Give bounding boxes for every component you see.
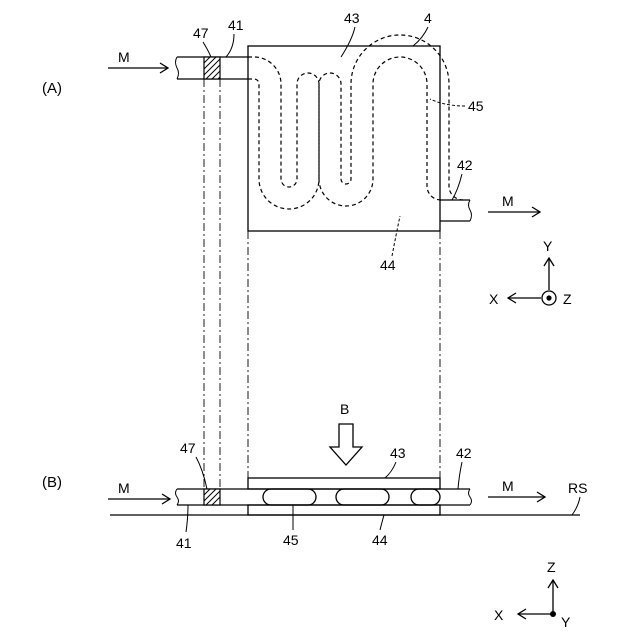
channel-sections-45 <box>263 489 440 505</box>
ref-45-b: 45 <box>283 532 299 548</box>
axis-b-x-label: X <box>494 607 504 623</box>
axis-a-x-label: X <box>489 291 499 307</box>
ref-43-a: 43 <box>344 10 360 26</box>
panel-body-4 <box>248 46 440 231</box>
serpentine-channel-45 <box>248 35 463 209</box>
leader-43-a <box>341 27 355 57</box>
leader-47-a <box>203 42 211 57</box>
ref-4-a: 4 <box>424 10 432 26</box>
leader-rs-b <box>572 497 580 515</box>
inflow-label-b: M <box>118 480 130 496</box>
axes-b <box>518 580 558 619</box>
leader-44-a <box>392 216 400 256</box>
axis-b-z-label: Z <box>547 559 556 575</box>
outflow-label-b: M <box>502 478 514 494</box>
ref-41-a: 41 <box>228 17 244 33</box>
bottom-plate-44 <box>248 505 440 515</box>
axes-a <box>508 258 556 305</box>
panel-b-label: (B) <box>42 474 62 491</box>
ref-45-a: 45 <box>468 98 484 114</box>
leader-44-b <box>380 515 384 530</box>
projection-lines <box>204 79 440 489</box>
leader-43-b <box>385 462 396 478</box>
ref-47-a: 47 <box>193 25 209 41</box>
outflow-arrow-b <box>488 492 545 502</box>
ref-43-b: 43 <box>390 445 406 461</box>
top-plate-43 <box>248 478 440 489</box>
ref-42-a: 42 <box>457 157 473 173</box>
leader-4-a <box>413 27 428 46</box>
panel-a-label: (A) <box>42 80 62 97</box>
ref-44-b: 44 <box>372 532 388 548</box>
ref-42-b: 42 <box>456 445 472 461</box>
leader-47-b <box>196 457 207 489</box>
ref-rs-b: RS <box>568 480 587 496</box>
press-arrow-label: B <box>340 401 349 417</box>
ref-47-b: 47 <box>180 440 196 456</box>
plug-47-hatched-b <box>204 489 220 505</box>
press-arrow <box>330 424 362 465</box>
leader-41-a <box>226 34 234 57</box>
inflow-label-a: M <box>118 49 130 65</box>
inflow-arrow-a <box>108 63 168 73</box>
leader-42-a <box>452 174 462 200</box>
leader-41-b <box>186 505 188 532</box>
ref-44-a: 44 <box>380 257 396 273</box>
outflow-label-a: M <box>502 193 514 209</box>
axis-b-y-label: Y <box>561 614 571 630</box>
leader-42-b <box>458 462 462 489</box>
plug-47-hatched <box>204 57 220 79</box>
outlet-pipe-42 <box>440 200 472 221</box>
ref-41-b: 41 <box>176 535 192 551</box>
axis-a-y-label: Y <box>543 238 553 254</box>
axis-a-z-label: Z <box>563 291 572 307</box>
leader-45-a <box>430 99 465 106</box>
outflow-arrow-a <box>488 207 540 217</box>
